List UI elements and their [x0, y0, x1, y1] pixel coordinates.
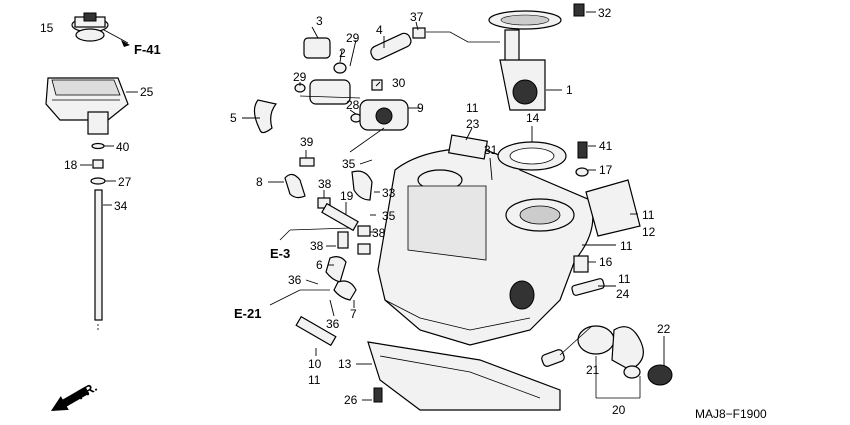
callout-23: 23 [466, 117, 480, 131]
callout-18: 18 [64, 158, 78, 172]
fuel-cap-part [71, 12, 109, 42]
callout-17: 17 [599, 163, 613, 177]
callout-24: 24 [616, 287, 630, 301]
callout-38c: 38 [310, 239, 324, 253]
callout-11a: 11 [466, 101, 479, 115]
callout-13: 13 [338, 357, 352, 371]
pad-12 [585, 179, 641, 237]
callout-19: 19 [340, 189, 354, 203]
callout-30: 30 [392, 76, 406, 90]
callout-2: 2 [339, 46, 346, 60]
callout-26: 26 [344, 393, 358, 407]
drain-tube-part [90, 142, 106, 330]
callouts: 15 25 40 18 27 34 3 29 2 4 37 29 30 28 5… [40, 6, 671, 417]
callout-7: 7 [350, 307, 357, 321]
callout-29b: 29 [293, 70, 307, 84]
ref-e3: E-3 [270, 246, 290, 261]
callout-34: 34 [114, 199, 128, 213]
callout-21: 21 [586, 363, 600, 377]
callout-5: 5 [230, 111, 237, 125]
lead-lines [242, 21, 665, 401]
fuel-sender [541, 325, 673, 386]
callout-36a: 36 [288, 273, 302, 287]
bolt-26 [373, 387, 383, 403]
callout-12: 12 [642, 225, 656, 239]
callout-40: 40 [116, 140, 130, 154]
callout-36b: 36 [326, 317, 340, 331]
callout-41: 41 [599, 139, 613, 153]
callout-27: 27 [118, 175, 132, 189]
ref-e21: E-21 [234, 306, 261, 321]
callout-10: 10 [308, 357, 322, 371]
callout-38a: 38 [318, 177, 332, 191]
front-arrow-icon [50, 386, 90, 411]
callout-16: 16 [599, 255, 613, 269]
callout-37: 37 [410, 10, 424, 24]
ref-f41: F-41 [134, 42, 161, 57]
label-plate-23 [448, 134, 488, 160]
callout-8: 8 [256, 175, 263, 189]
callout-35a: 35 [342, 157, 356, 171]
callout-33: 33 [382, 186, 396, 200]
callout-3: 3 [316, 14, 323, 28]
callout-9: 9 [417, 101, 424, 115]
under-cover-13 [367, 341, 561, 411]
callout-29a: 29 [346, 31, 360, 45]
band-10 [295, 315, 337, 347]
fuel-pump-assembly [488, 10, 562, 111]
callout-4: 4 [376, 23, 383, 37]
callout-31: 31 [484, 143, 498, 157]
gasket-14 [497, 141, 567, 171]
fuel-pump-cluster [253, 27, 500, 134]
drawing-code: MAJ8−F1900 [695, 407, 767, 421]
callout-32: 32 [598, 6, 612, 20]
callout-28: 28 [346, 98, 360, 112]
callout-22: 22 [657, 322, 671, 336]
callout-35b: 35 [382, 209, 396, 223]
callout-25: 25 [140, 85, 154, 99]
callout-11b: 11 [642, 208, 655, 222]
callout-15: 15 [40, 21, 54, 35]
bolts-right [571, 141, 605, 296]
fuel-tank [377, 147, 594, 346]
bolt-32 [573, 3, 585, 17]
callout-1: 1 [566, 83, 573, 97]
callout-6: 6 [316, 258, 323, 272]
callout-38b: 38 [372, 226, 386, 240]
lead-f41 [103, 29, 129, 44]
filler-tray-part [45, 77, 129, 135]
callout-10-11: 11 [308, 373, 321, 387]
callout-14: 14 [526, 111, 540, 125]
callout-20: 20 [612, 403, 626, 417]
arrow-right-icon [121, 40, 130, 47]
callout-11c: 11 [620, 239, 633, 253]
callout-39: 39 [300, 135, 314, 149]
hoses-left [284, 157, 373, 301]
callout-11d: 11 [618, 272, 631, 286]
